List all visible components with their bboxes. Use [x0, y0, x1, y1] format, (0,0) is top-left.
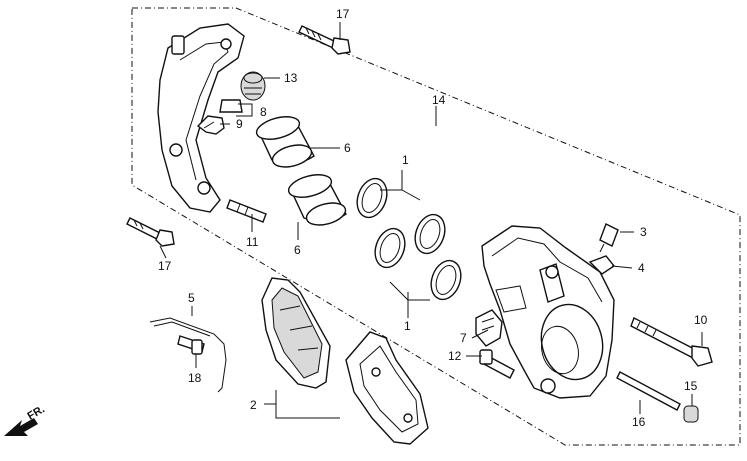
pad-clip — [196, 115, 225, 135]
callout-6-top: 6 — [344, 141, 351, 155]
boot-small — [219, 99, 243, 113]
bleeder-screw — [599, 223, 619, 253]
callout-16: 16 — [632, 415, 646, 429]
caliper-body — [481, 225, 615, 399]
slide-pin — [226, 199, 267, 223]
callout-6-lower: 6 — [294, 243, 301, 257]
callout-3: 3 — [640, 225, 647, 239]
callout-17-top: 17 — [336, 7, 350, 21]
piston-seals-upper — [356, 177, 446, 255]
assembly-boundary — [131, 7, 741, 446]
callout-15: 15 — [684, 379, 698, 393]
callout-10: 10 — [694, 313, 708, 327]
front-label: FR. — [26, 403, 47, 422]
callout-18: 18 — [188, 371, 202, 385]
pin-bolt — [479, 349, 515, 379]
callout-1-lower: 1 — [404, 319, 411, 333]
front-arrow-icon — [4, 418, 38, 436]
pad-pin — [177, 335, 205, 355]
slide-pin-long — [616, 371, 681, 411]
callout-7: 7 — [460, 331, 467, 345]
pin-boot — [683, 405, 699, 423]
callout-12: 12 — [448, 349, 462, 363]
pad-spring — [149, 317, 227, 393]
callout-14: 14 — [432, 93, 446, 107]
callout-4: 4 — [638, 261, 645, 275]
callout-8: 8 — [260, 105, 267, 119]
callout-9: 9 — [236, 117, 243, 131]
piston-lower — [287, 174, 347, 226]
callout-2: 2 — [250, 398, 257, 412]
callout-1-top: 1 — [402, 153, 409, 167]
callout-13: 13 — [284, 71, 298, 85]
boot — [240, 71, 266, 101]
piston-upper — [255, 116, 315, 168]
bolt-top — [298, 25, 351, 55]
brake-pad-rear — [261, 277, 331, 389]
callout-11: 11 — [246, 235, 259, 249]
brake-pad-front — [345, 331, 429, 445]
callout-5: 5 — [188, 291, 195, 305]
pad-retainer — [475, 309, 503, 347]
leader-lines — [159, 22, 703, 419]
caliper-bracket — [157, 23, 245, 213]
callout-17-lower: 17 — [158, 259, 172, 273]
caliper-pin-bolt — [630, 317, 713, 367]
bolt-lower — [126, 217, 175, 247]
piston-seals-lower — [374, 227, 462, 301]
